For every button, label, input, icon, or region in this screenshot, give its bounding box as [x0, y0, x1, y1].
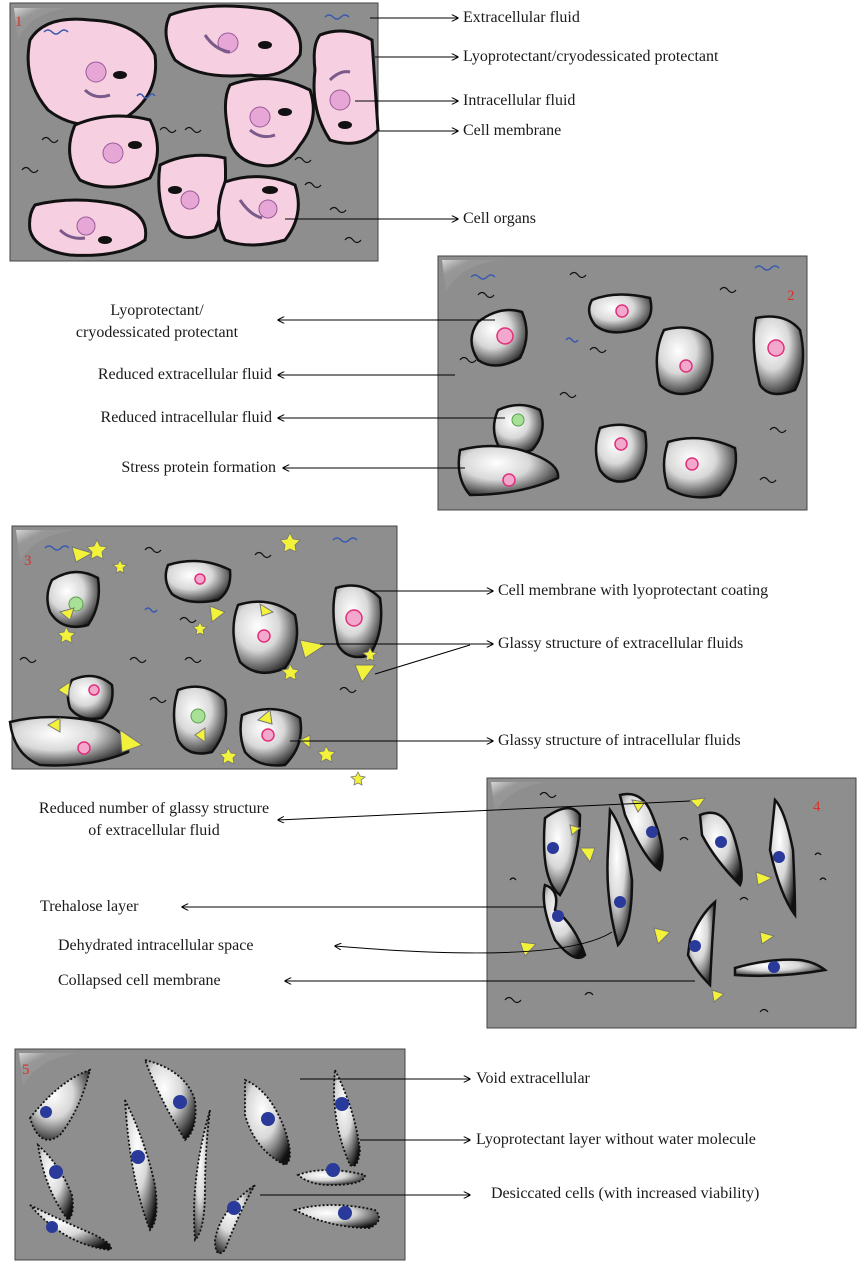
panel-1-number: 1	[15, 14, 23, 31]
label-dehydrated-intracellular-space: Dehydrated intracellular space	[58, 936, 253, 956]
label-reduced-extracellular-fluid: Reduced extracellular fluid	[20, 365, 272, 385]
panel-4-frame	[487, 778, 856, 1028]
label-collapsed-cell-membrane: Collapsed cell membrane	[58, 971, 221, 991]
stress-protein-marker	[512, 414, 524, 426]
label-cell-organs: Cell organs	[463, 209, 536, 229]
label-extracellular-fluid: Extracellular fluid	[463, 8, 580, 28]
label-lyoprotectant-2: Lyoprotectant/ cryodessicated protectant	[44, 300, 270, 344]
label-reduced-glassy-structure: Reduced number of glassy structure of ex…	[34, 798, 274, 842]
label-glassy-extracellular: Glassy structure of extracellular fluids	[498, 634, 743, 654]
label-trehalose-layer: Trehalose layer	[40, 897, 139, 917]
label-stress-protein-formation: Stress protein formation	[20, 458, 276, 478]
panel-3-number: 3	[24, 553, 32, 570]
label-cell-membrane-lyoprotectant-coating: Cell membrane with lyoprotectant coating	[498, 581, 768, 601]
label-void-extracellular: Void extracellular	[476, 1069, 590, 1089]
panel-5-number: 5	[22, 1062, 30, 1079]
label-desiccated-cells: Desiccated cells (with increased viabili…	[491, 1183, 781, 1205]
label-lyoprotectant-layer-without-water: Lyoprotectant layer without water molecu…	[476, 1130, 756, 1150]
panel-2-number: 2	[787, 288, 795, 305]
label-reduced-intracellular-fluid: Reduced intracellular fluid	[20, 408, 272, 428]
label-glassy-intracellular: Glassy structure of intracellular fluids	[498, 731, 741, 751]
label-intracellular-fluid: Intracellular fluid	[463, 91, 575, 111]
label-cell-membrane: Cell membrane	[463, 121, 561, 141]
panel-4-number: 4	[813, 799, 821, 816]
label-lyoprotectant: Lyoprotectant/cryodessicated protectant	[463, 47, 718, 67]
